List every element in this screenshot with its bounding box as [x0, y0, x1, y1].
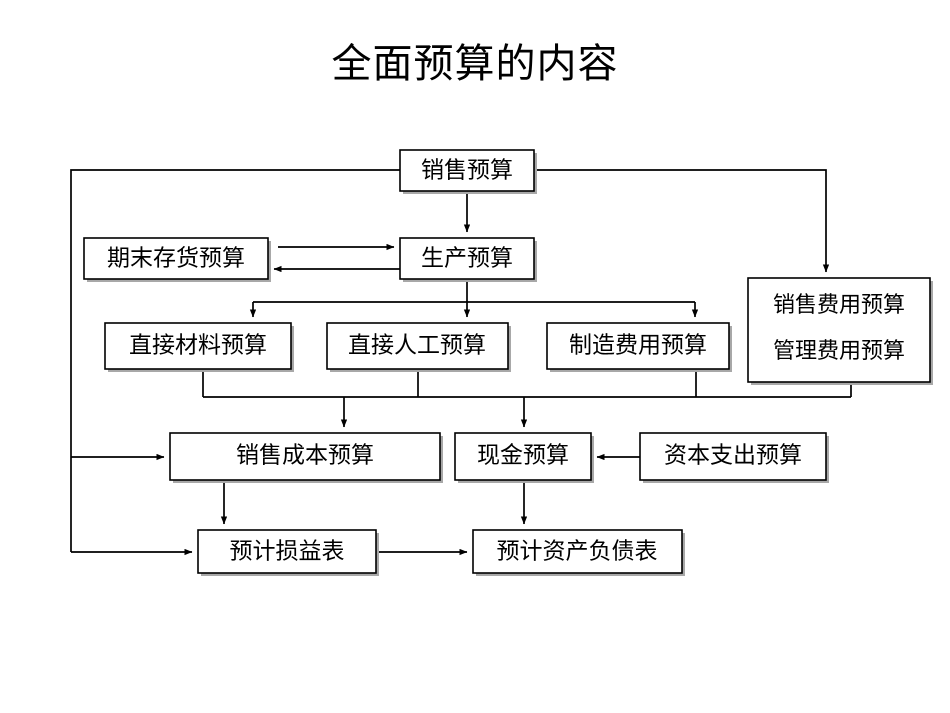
node-cash-budget[interactable]: 现金预算 [454, 432, 594, 483]
edge-production-fanout-bus [253, 279, 695, 303]
node-sales-budget[interactable]: 销售预算 [399, 149, 537, 194]
node-label-direct-labor-budget: 直接人工预算 [348, 332, 486, 357]
node-label-projected-balance-sheet: 预计资产负债表 [497, 538, 658, 563]
node-selling-and-admin-expense-budget[interactable]: 销售费用预算 管理费用预算 [747, 277, 933, 385]
node-direct-labor-budget[interactable]: 直接人工预算 [326, 322, 511, 372]
node-label-capital-expenditure-budget: 资本支出预算 [664, 442, 802, 467]
node-capital-expenditure-budget[interactable]: 资本支出预算 [639, 432, 829, 483]
node-label-projected-income-statement: 预计损益表 [230, 538, 345, 563]
node-ending-inventory-budget[interactable]: 期末存货预算 [83, 237, 271, 282]
node-label-selling-expense-budget: 销售费用预算 [773, 292, 905, 317]
connector-layer [70, 169, 852, 556]
node-label-direct-materials-budget: 直接材料预算 [129, 332, 267, 357]
node-manufacturing-overhead-budget[interactable]: 制造费用预算 [546, 322, 732, 372]
node-projected-income-statement[interactable]: 预计损益表 [197, 529, 379, 576]
edge-sales-to-selling-admin [534, 169, 830, 273]
node-production-budget[interactable]: 生产预算 [399, 237, 537, 282]
edge-merge-bus [202, 369, 852, 398]
node-label-cost-of-sales-budget: 销售成本预算 [236, 442, 374, 467]
node-cost-of-sales-budget[interactable]: 销售成本预算 [169, 432, 443, 483]
node-label-sales-budget: 销售预算 [421, 157, 513, 182]
page-title: 全面预算的内容 [331, 41, 619, 86]
node-layer: 销售预算 期末存货预算 生产预算 直接材料预算 直接人工预算 [83, 149, 933, 576]
node-label-manufacturing-overhead-budget: 制造费用预算 [569, 332, 707, 357]
node-label-ending-inventory-budget: 期末存货预算 [107, 245, 245, 270]
edge-sales-left-spine [70, 169, 400, 552]
node-label-admin-expense-budget: 管理费用预算 [773, 338, 905, 363]
node-label-production-budget: 生产预算 [421, 245, 513, 270]
node-direct-materials-budget[interactable]: 直接材料预算 [104, 322, 294, 372]
node-label-cash-budget: 现金预算 [477, 442, 569, 467]
node-projected-balance-sheet[interactable]: 预计资产负债表 [472, 529, 685, 576]
